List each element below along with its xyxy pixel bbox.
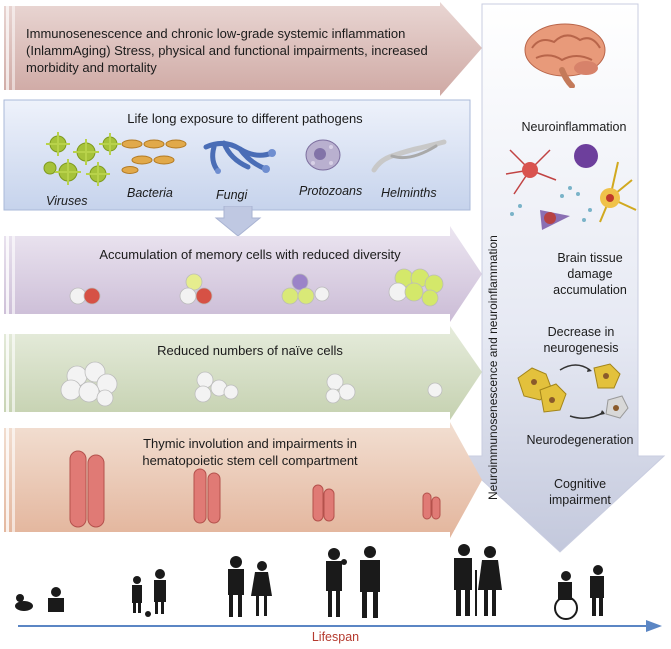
side-item-cognitive: Cognitive impairment	[549, 477, 611, 507]
small-down-arrow	[214, 206, 262, 237]
side-item-brain-damage: Brain tissue damage accumulation	[553, 251, 627, 297]
thymic-title: Thymic involution and impairments in hem…	[142, 436, 358, 468]
side-item-neuroinflammation: Neuroinflammation	[521, 120, 627, 134]
naive-title: Reduced numbers of naïve cells	[157, 343, 343, 358]
thymus-icon	[69, 450, 441, 528]
thymic-band-arrow	[4, 422, 482, 538]
lifespan-silhouettes	[15, 544, 604, 620]
pathogen-label-viruses: Viruses	[46, 194, 88, 208]
brain-cells-icon	[505, 144, 637, 230]
top-band-arrow	[4, 2, 482, 96]
pathogen-label-helminths: Helminths	[381, 186, 437, 200]
pathogen-label-fungi: Fungi	[216, 188, 248, 202]
lifespan-label: Lifespan	[311, 630, 360, 644]
naive-band-arrow	[4, 326, 482, 420]
pathogen-title: Life long exposure to different pathogen…	[127, 111, 363, 126]
fungi-icon	[203, 140, 276, 174]
pathogen-label-bacteria: Bacteria	[127, 186, 173, 200]
virus-icon	[43, 132, 121, 186]
pathogen-label-protozoans: Protozoans	[299, 184, 363, 198]
naive-cells-icon	[60, 361, 443, 407]
protozoan-icon	[305, 139, 341, 171]
memory-title: Accumulation of memory cells with reduce…	[99, 247, 401, 262]
top-band-text: Immunosenescence and chronic low-grade s…	[26, 26, 428, 75]
side-vertical-label: Neuroimmunosenescence and neuroinflammat…	[486, 235, 500, 500]
neurogenesis-icon	[517, 363, 629, 419]
brain-icon	[524, 23, 606, 88]
side-item-neurogenesis: Decrease in neurogenesis	[543, 325, 619, 355]
side-item-neurodegeneration: Neurodegeneration	[526, 433, 634, 447]
bacteria-icon	[121, 139, 187, 174]
lifespan-arrow	[18, 620, 662, 632]
memory-band-arrow	[4, 226, 482, 322]
helminth-icon	[371, 139, 447, 173]
memory-cells-icon	[69, 268, 444, 307]
